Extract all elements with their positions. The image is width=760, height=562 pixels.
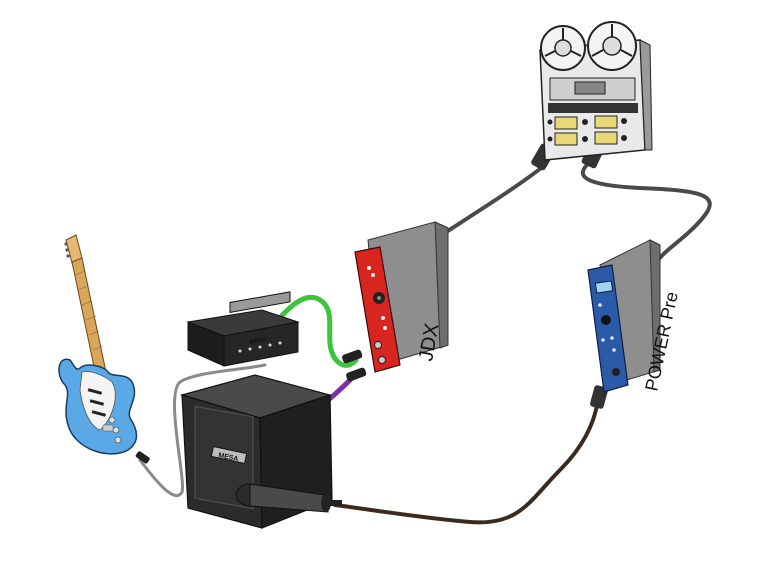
microphone [235, 483, 342, 513]
cable-powerpre-to-recorder [580, 160, 712, 260]
power-pre-meter [594, 280, 614, 294]
tape-machine [539, 21, 653, 161]
cable-guitar-to-amp [138, 363, 267, 497]
vu-meters [554, 115, 618, 146]
cables [138, 141, 712, 525]
electric-guitar [58, 234, 150, 464]
cabinet-brand: MESA [218, 452, 239, 463]
jdx-module: JDX [342, 221, 449, 382]
jdx-jacks [374, 341, 386, 364]
jdx-knob [373, 292, 385, 304]
tape-reel-right [587, 21, 637, 71]
cab-badge [210, 445, 248, 465]
power-pre-knob [601, 315, 611, 325]
amp-head-brand: MESA [249, 337, 268, 346]
cable-mic-to-powerpre [333, 398, 600, 525]
cable-green-amp-to-jdx [267, 294, 359, 368]
power-pre-module: POWER Pre [587, 239, 682, 393]
amp-head: MESA [186, 291, 300, 367]
cable-jdx-to-recorder [438, 163, 547, 238]
tape-reel-left [540, 25, 586, 71]
